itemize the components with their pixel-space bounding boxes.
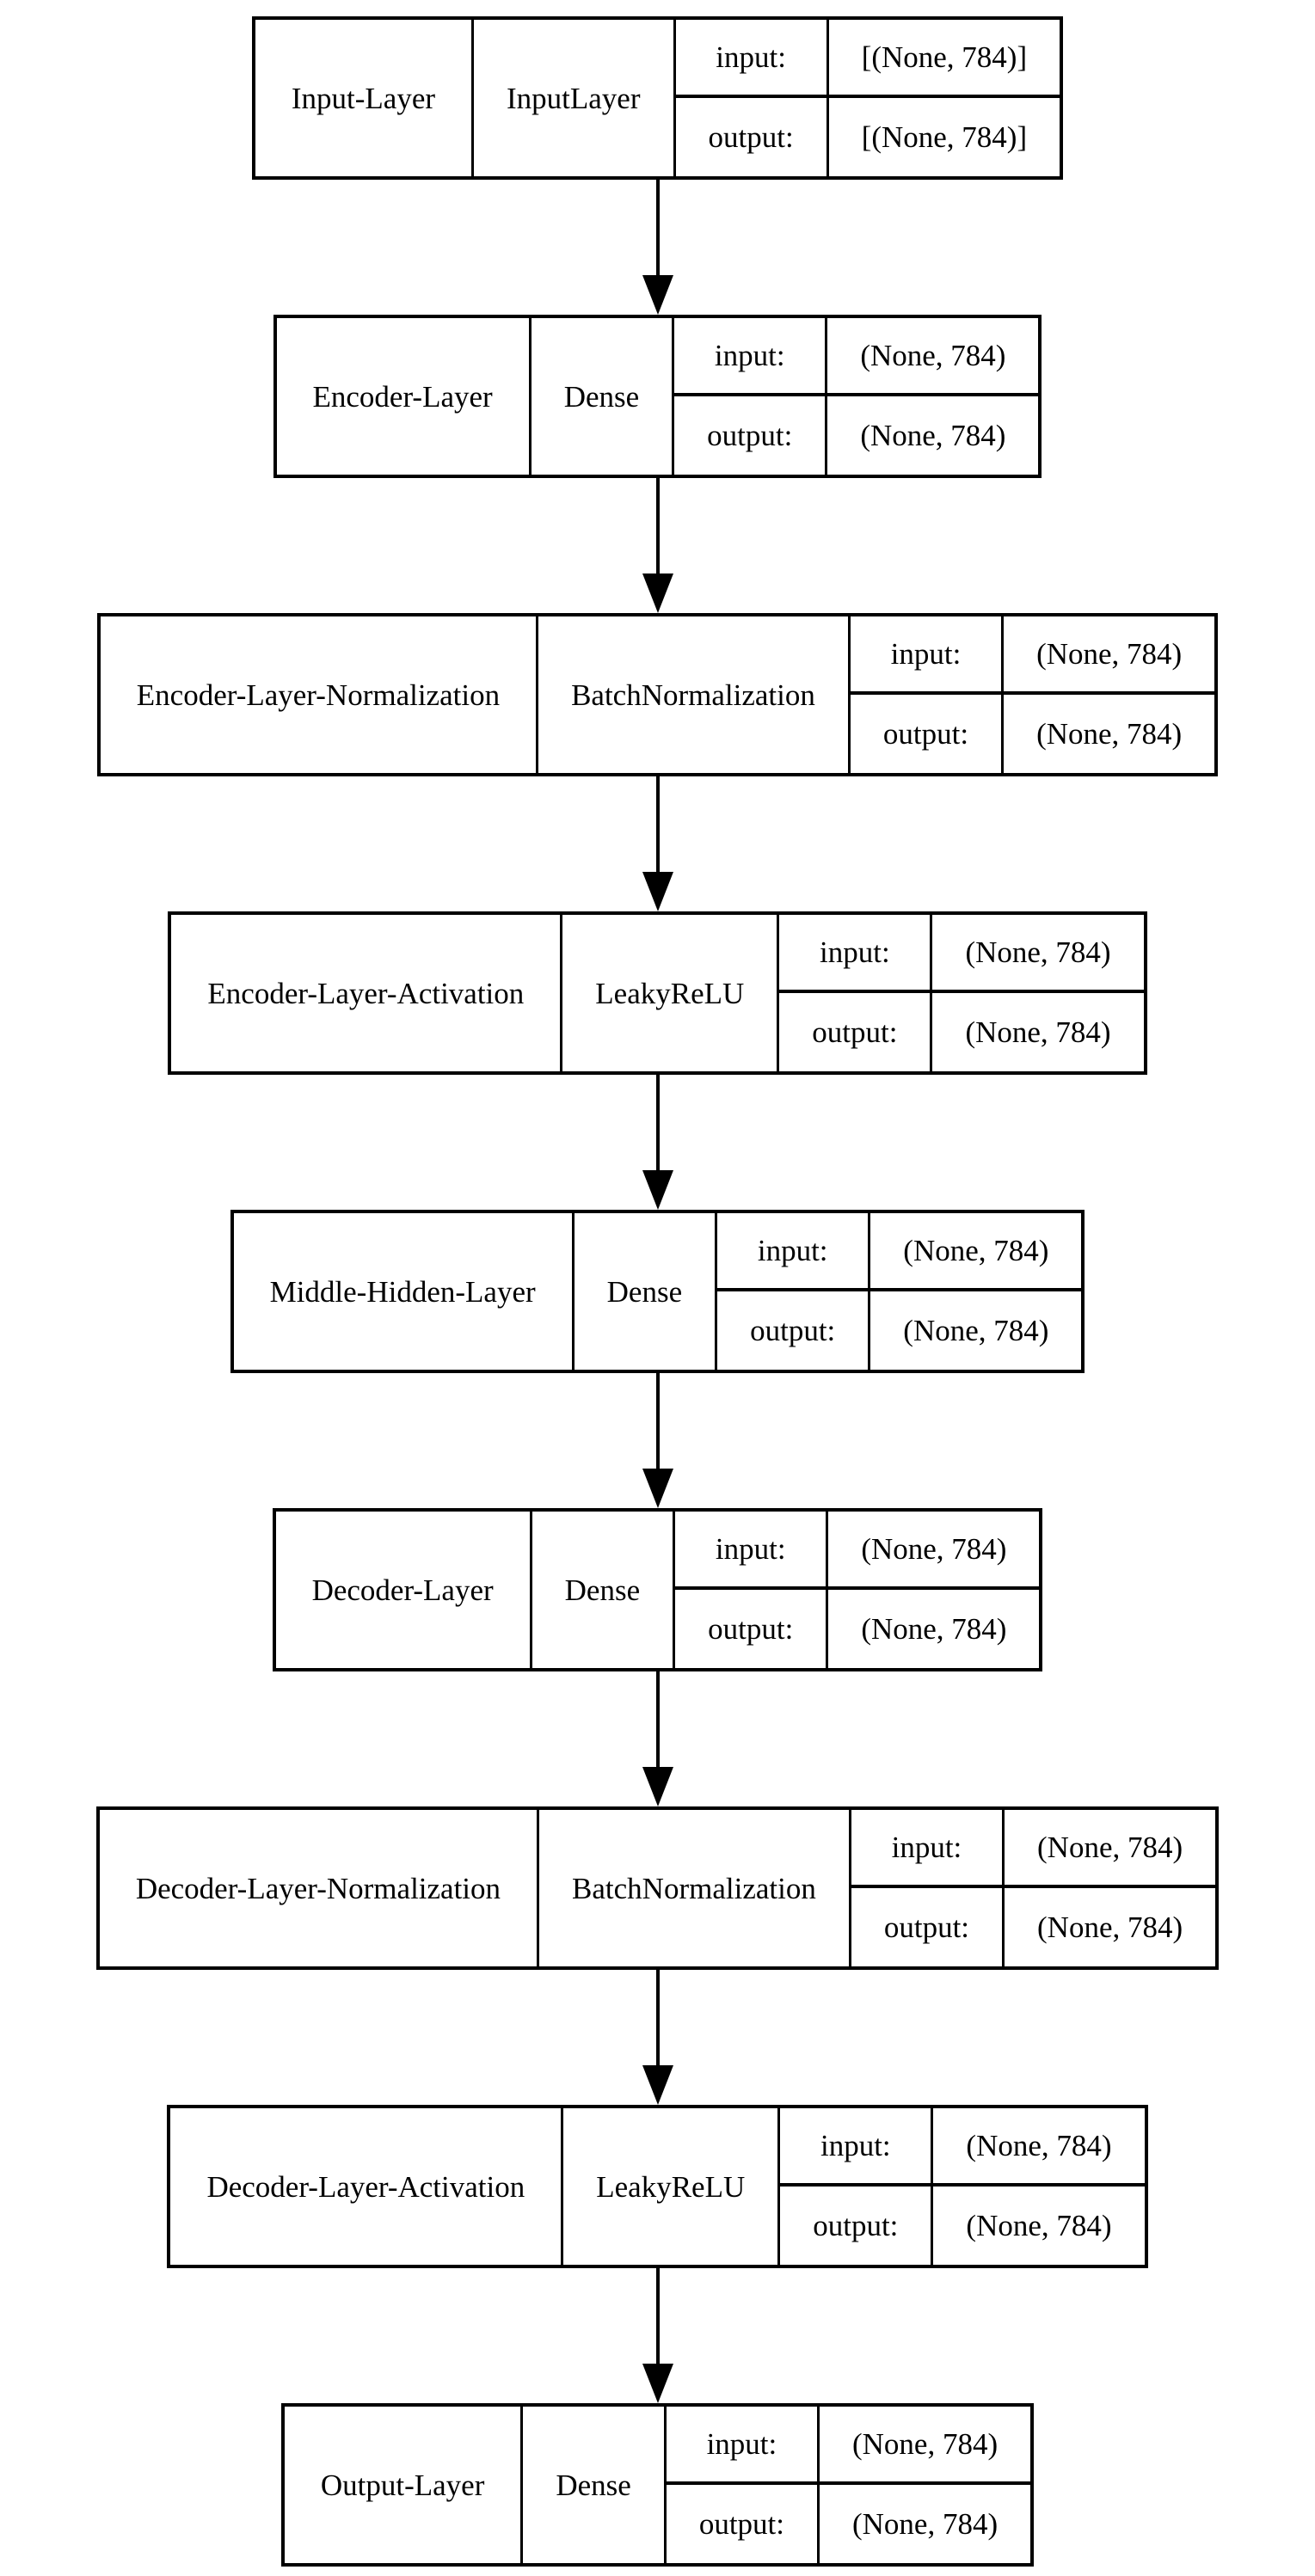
- input-label: input:: [674, 318, 828, 396]
- arrow-connector: [642, 180, 673, 315]
- layer-io-table: input: (None, 784) output: (None, 784): [717, 1213, 1082, 1370]
- layer-io-table: input: (None, 784) output: (None, 784): [666, 2407, 1031, 2563]
- layer-node-decoder-layer: Decoder-Layer Dense input: (None, 784) o…: [272, 1508, 1043, 1671]
- output-shape: (None, 784): [860, 419, 1006, 452]
- layer-name: Middle-Hidden-Layer: [234, 1213, 575, 1370]
- layer-name: Decoder-Layer: [276, 1512, 532, 1668]
- output-shape: (None, 784): [852, 2507, 999, 2541]
- arrow-connector: [642, 1075, 673, 1210]
- arrow-line: [655, 180, 660, 275]
- arrowhead-icon: [642, 2364, 673, 2403]
- layer-io-table: input: (None, 784) output: (None, 784): [780, 2108, 1145, 2265]
- arrowhead-icon: [642, 872, 673, 911]
- input-label: input:: [675, 20, 829, 98]
- layer-class: LeakyReLU: [563, 2108, 781, 2265]
- arrowhead-icon: [642, 275, 673, 315]
- input-label: input:: [717, 1213, 871, 1291]
- arrow-connector: [642, 776, 673, 911]
- arrow-connector: [642, 1373, 673, 1508]
- input-shape: (None, 784): [933, 2108, 1145, 2187]
- input-shape: (None, 784): [1005, 1810, 1216, 1888]
- arrow-line: [655, 776, 660, 872]
- input-label: input:: [780, 2108, 934, 2187]
- arrow-connector: [642, 1671, 673, 1806]
- input-shape: (None, 784): [932, 915, 1144, 993]
- layer-class: Dense: [575, 1213, 718, 1370]
- layer-class: InputLayer: [474, 20, 676, 176]
- arrow-line: [655, 1671, 660, 1767]
- layer-node-input-layer: Input-Layer InputLayer input: [(None, 78…: [251, 16, 1064, 180]
- arrow-line: [655, 478, 660, 573]
- layer-node-output-layer: Output-Layer Dense input: (None, 784) ou…: [280, 2403, 1035, 2567]
- arrowhead-icon: [642, 1170, 673, 1210]
- layer-name: Input-Layer: [255, 20, 475, 176]
- layer-io-table: input: (None, 784) output: (None, 784): [851, 1810, 1216, 1966]
- layer-class: Dense: [523, 2407, 667, 2563]
- layer-node-decoder-layer-normalization: Decoder-Layer-Normalization BatchNormali…: [95, 1806, 1220, 1970]
- layer-class: Dense: [532, 1512, 676, 1668]
- layer-name: Output-Layer: [285, 2407, 524, 2563]
- layer-class: LeakyReLU: [562, 915, 780, 1071]
- output-shape: (None, 784): [861, 1612, 1007, 1646]
- output-label: output:: [676, 98, 829, 176]
- layer-name: Decoder-Layer-Activation: [170, 2108, 564, 2265]
- layer-class: BatchNormalization: [538, 616, 851, 773]
- input-shape: (None, 784): [870, 1213, 1082, 1291]
- arrowhead-icon: [642, 1469, 673, 1508]
- layer-node-decoder-layer-activation: Decoder-Layer-Activation LeakyReLU input…: [167, 2105, 1148, 2268]
- layer-node-middle-hidden-layer: Middle-Hidden-Layer Dense input: (None, …: [230, 1210, 1085, 1373]
- output-shape: (None, 784): [966, 2209, 1112, 2242]
- arrow-line: [655, 1075, 660, 1170]
- input-shape: (None, 784): [827, 318, 1039, 396]
- layer-io-table: input: (None, 784) output: (None, 784): [675, 1512, 1040, 1668]
- layer-class: Dense: [532, 318, 675, 475]
- arrow-connector: [642, 478, 673, 613]
- output-label: output:: [780, 2187, 934, 2265]
- output-label: output:: [675, 1590, 829, 1668]
- output-label: output:: [674, 396, 828, 475]
- input-shape: (None, 784): [820, 2407, 1031, 2485]
- input-shape: [(None, 784)]: [828, 20, 1060, 98]
- arrow-line: [655, 2268, 660, 2364]
- layer-name: Decoder-Layer-Normalization: [100, 1810, 540, 1966]
- output-shape: (None, 784): [903, 1314, 1049, 1347]
- output-label: output:: [667, 2485, 820, 2563]
- input-label: input:: [666, 2407, 820, 2485]
- output-label: output:: [717, 1291, 871, 1370]
- layer-node-encoder-layer-activation: Encoder-Layer-Activation LeakyReLU input…: [168, 911, 1147, 1075]
- input-label: input:: [851, 1810, 1005, 1888]
- layer-name: Encoder-Layer-Activation: [171, 915, 563, 1071]
- arrow-line: [655, 1970, 660, 2065]
- output-shape: (None, 784): [1036, 717, 1183, 751]
- arrow-connector: [642, 2268, 673, 2403]
- input-shape: (None, 784): [828, 1512, 1040, 1590]
- arrowhead-icon: [642, 1767, 673, 1806]
- layer-name: Encoder-Layer: [277, 318, 532, 475]
- input-label: input:: [675, 1512, 829, 1590]
- arrow-line: [655, 1373, 660, 1469]
- arrowhead-icon: [642, 573, 673, 613]
- layer-io-table: input: (None, 784) output: (None, 784): [674, 318, 1039, 475]
- input-label: input:: [779, 915, 933, 993]
- input-label: input:: [850, 616, 1005, 695]
- arrow-connector: [642, 1970, 673, 2105]
- arrowhead-icon: [642, 2065, 673, 2105]
- layer-io-table: input: (None, 784) output: (None, 784): [850, 616, 1215, 773]
- layer-io-table: input: (None, 784) output: (None, 784): [779, 915, 1144, 1071]
- input-shape: (None, 784): [1004, 616, 1215, 695]
- output-shape: (None, 784): [965, 1015, 1111, 1049]
- layer-class: BatchNormalization: [539, 1810, 851, 1966]
- output-label: output:: [779, 993, 933, 1071]
- output-label: output:: [851, 1888, 1005, 1966]
- output-shape: (None, 784): [1037, 1911, 1183, 1944]
- layer-node-encoder-layer-normalization: Encoder-Layer-Normalization BatchNormali…: [96, 613, 1219, 776]
- layer-io-table: input: [(None, 784)] output: [(None, 784…: [675, 20, 1060, 176]
- layer-node-encoder-layer: Encoder-Layer Dense input: (None, 784) o…: [273, 315, 1042, 478]
- output-label: output:: [851, 695, 1005, 773]
- layer-name: Encoder-Layer-Normalization: [101, 616, 539, 773]
- output-shape: [(None, 784)]: [861, 120, 1028, 154]
